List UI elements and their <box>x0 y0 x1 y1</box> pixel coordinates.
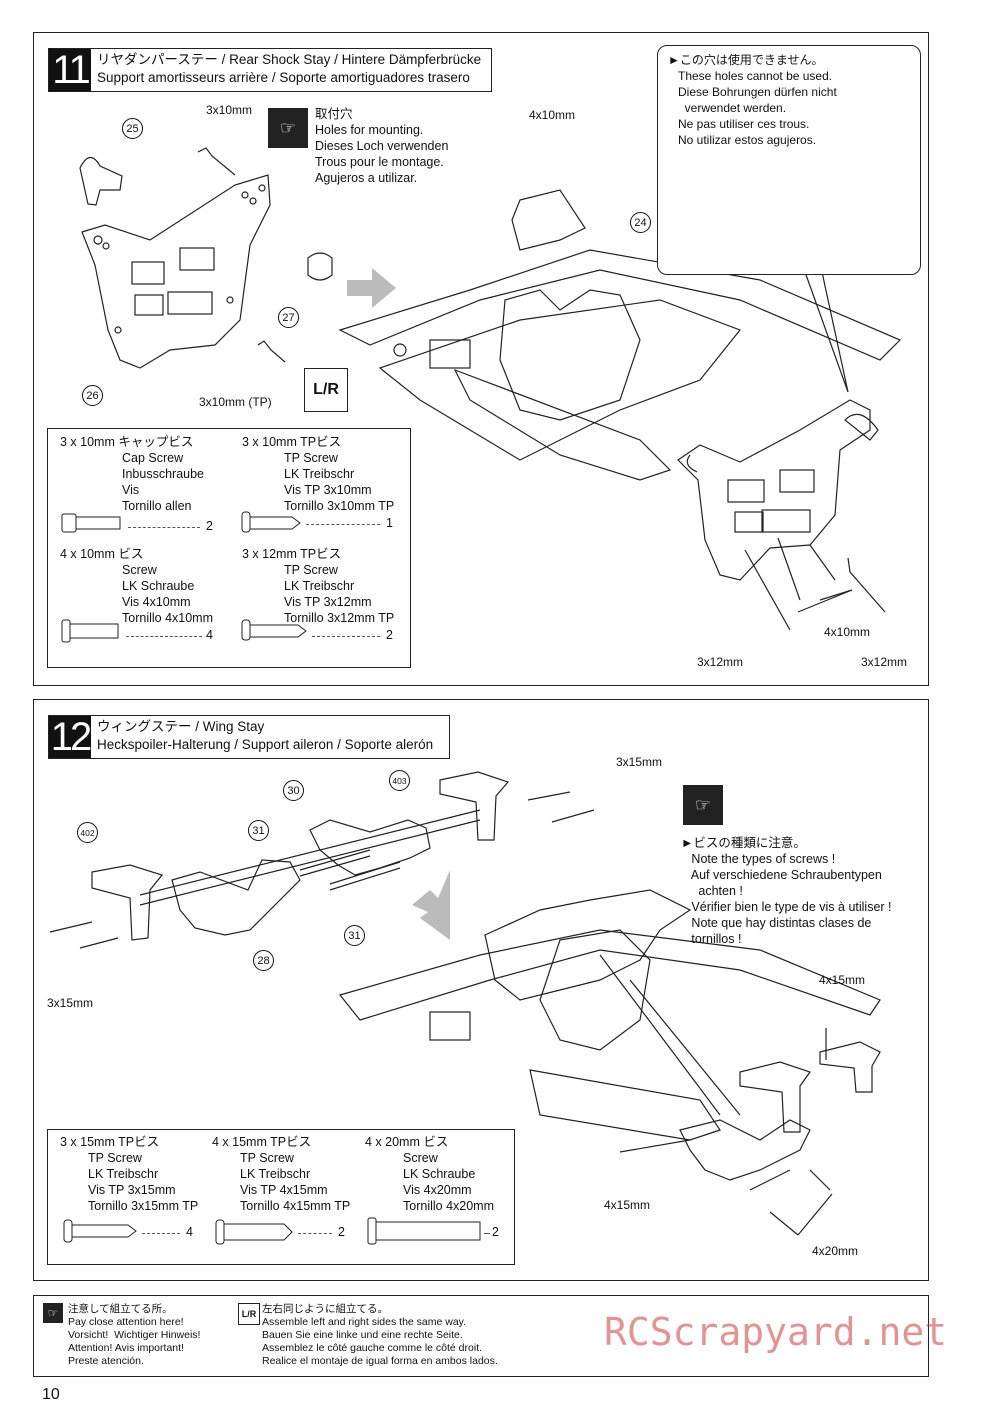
step-number: 12 <box>49 714 92 759</box>
left-right-icon: L/R <box>238 1303 260 1325</box>
screw-3x10-cap: 3 x 10mm キャップビス Cap Screw Inbusschraube … <box>60 435 205 513</box>
attention-legend: 注意して組立てる所。 Pay close attention here! Vor… <box>68 1303 201 1367</box>
label-3x15mm-top: 3x15mm <box>616 755 663 769</box>
label-4x15mm-right: 4x15mm <box>819 973 866 987</box>
part-31-bottom: 31 <box>344 925 365 946</box>
unusable-holes-note: ►この穴は使用できません。 These holes cannot be used… <box>668 53 837 147</box>
both-sides-legend: 左右同じように組立てる。 Assemble left and right sid… <box>262 1303 498 1367</box>
watermark: RCScrapyard.net <box>604 1310 948 1354</box>
part-30: 30 <box>283 780 304 801</box>
screw-4x15-tp: 4 x 15mm TPビス TP Screw LK Treibschr Vis … <box>212 1135 351 1213</box>
part-28: 28 <box>253 950 274 971</box>
part-402: 402 <box>77 822 98 843</box>
unusable-holes-callout <box>657 45 921 275</box>
part-24: 24 <box>630 212 651 233</box>
label-3x10mm-tp: 3x10mm (TP) <box>199 395 272 409</box>
label-4x10mm-top: 4x10mm <box>529 108 576 122</box>
step-11-title: 11 リヤダンパーステー / Rear Shock Stay / Hintere… <box>48 48 492 92</box>
legend-panel <box>33 1295 929 1377</box>
step-12-panel <box>33 699 929 1281</box>
title-line-1: ウィングステー / Wing Stay <box>97 719 265 734</box>
part-25: 25 <box>122 118 143 139</box>
pointing-hand-icon: ☞ <box>43 1303 63 1323</box>
qty-3x10-cap: 2 <box>206 519 213 533</box>
mounting-holes-note: 取付穴 Holes for mounting. Dieses Loch verw… <box>315 107 449 185</box>
qty-4x10: 4 <box>206 628 213 642</box>
part-403: 403 <box>389 770 410 791</box>
qty-4x15-tp: 2 <box>338 1225 345 1239</box>
screw-3x12-tp: 3 x 12mm TPビス TP Screw LK Treibschr Vis … <box>242 547 395 625</box>
label-3x10mm-top: 3x10mm <box>206 103 253 117</box>
screw-icons-11 <box>61 511 307 643</box>
screw-4x20: 4 x 20mm ビス Screw LK Schraube Vis 4x20mm… <box>365 1135 495 1213</box>
step-12-screw-list <box>47 1129 515 1265</box>
title-line-2: Heckspoiler-Halterung / Support aileron … <box>97 737 434 752</box>
wing-stay-exploded-drawing <box>49 771 881 1236</box>
qty-4x20: 2 <box>492 1225 499 1239</box>
pointing-hand-icon: ☞ <box>683 785 723 825</box>
screw-icons-12 <box>63 1217 481 1245</box>
step-number: 11 <box>49 48 91 92</box>
left-right-icon: L/R <box>304 368 348 412</box>
qty-3x10-tp: 1 <box>386 516 393 530</box>
title-line-1: リヤダンパーステー / Rear Shock Stay / Hintere Dä… <box>97 52 482 67</box>
label-4x10mm-bottom: 4x10mm <box>824 625 871 639</box>
title-line-2: Support amortisseurs arrière / Soporte a… <box>97 70 470 85</box>
step-12-title: 12 ウィングステー / Wing Stay Heckspoiler-Halte… <box>48 715 450 759</box>
label-3x15mm-left: 3x15mm <box>47 996 94 1010</box>
page-number: 10 <box>42 1386 60 1403</box>
label-3x12mm-left: 3x12mm <box>697 655 744 669</box>
label-3x12mm-right: 3x12mm <box>861 655 908 669</box>
label-4x15mm-bottom: 4x15mm <box>604 1198 651 1212</box>
screw-4x10: 4 x 10mm ビス Screw LK Schraube Vis 4x10mm… <box>60 547 214 625</box>
pointing-hand-icon: ☞ <box>268 108 308 148</box>
part-31-top: 31 <box>248 820 269 841</box>
step-11-panel <box>33 32 929 686</box>
qty-3x15-tp: 4 <box>186 1225 193 1239</box>
part-27: 27 <box>278 307 299 328</box>
screw-3x10-tp: 3 x 10mm TPビス TP Screw LK Treibschr Vis … <box>242 435 395 513</box>
qty-3x12-tp: 2 <box>386 628 393 642</box>
rear-shock-stay-exploded-drawing <box>79 147 902 631</box>
part-26: 26 <box>82 385 103 406</box>
label-4x20mm: 4x20mm <box>812 1244 859 1258</box>
screw-3x15-tp: 3 x 15mm TPビス TP Screw LK Treibschr Vis … <box>60 1135 199 1213</box>
screw-types-note: ►ビスの種類に注意。 Note the types of screws ! Au… <box>681 836 892 946</box>
